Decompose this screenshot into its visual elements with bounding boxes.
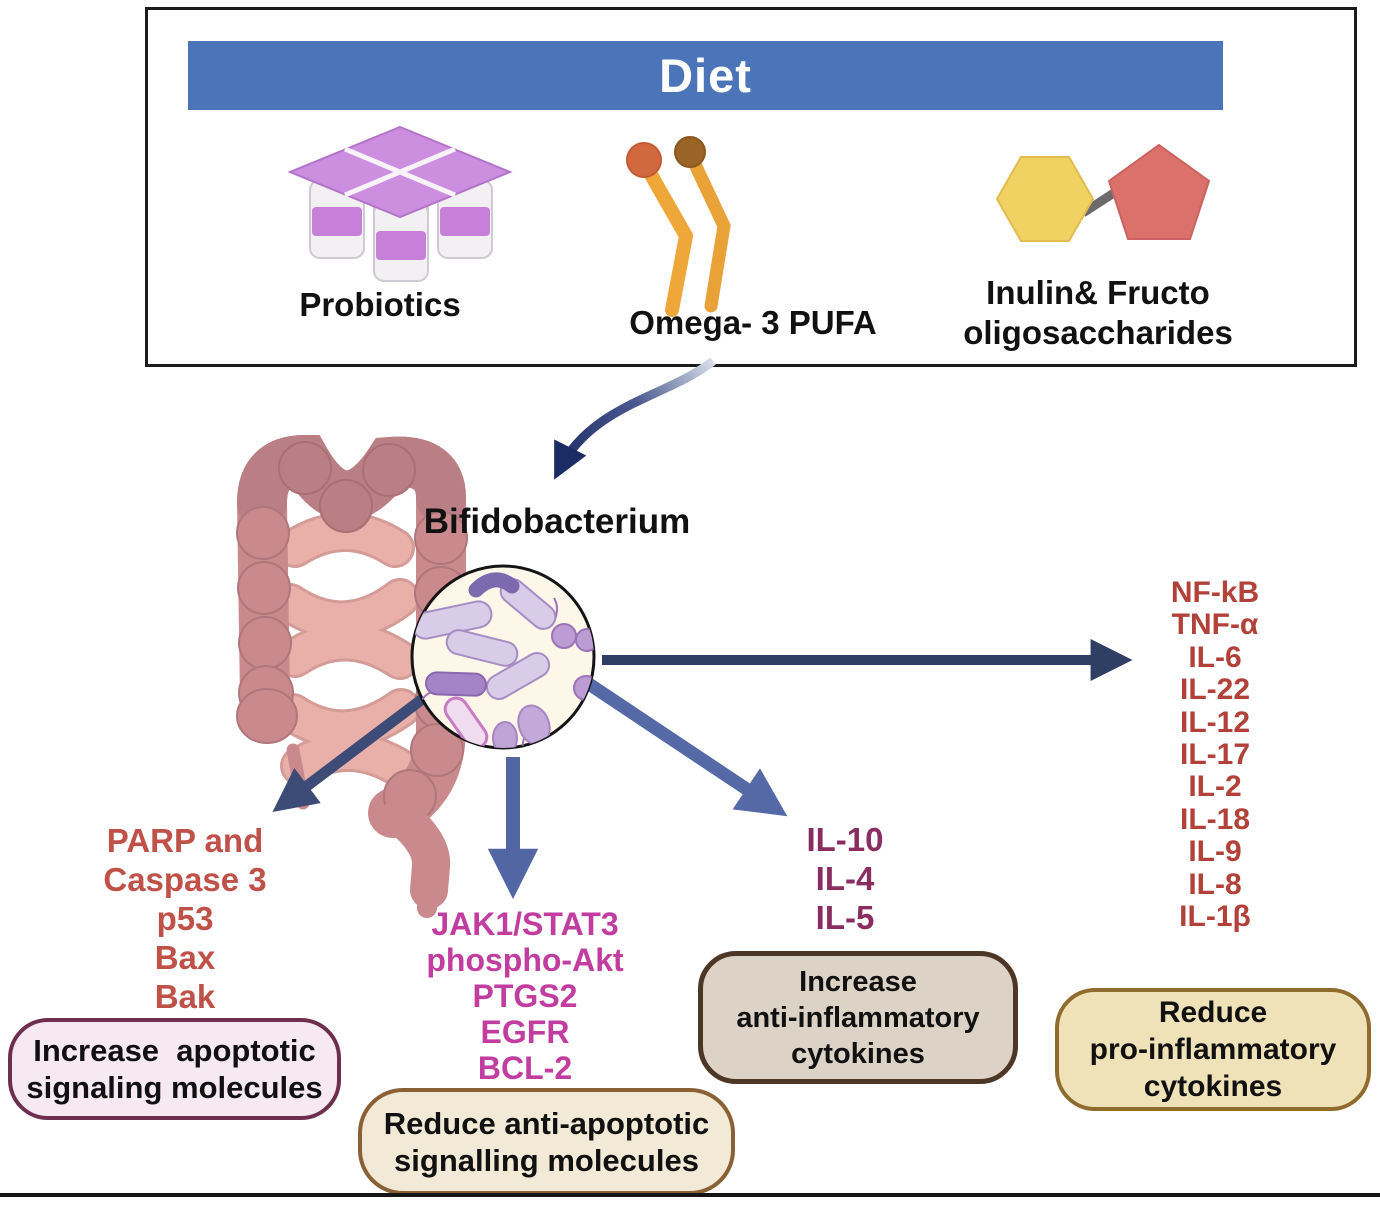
apoptotic-molecule-list: PARP and Caspase 3 p53 Bax Bak [30,821,340,1016]
molecule-label: PARP and [106,822,264,859]
oligosaccharide-molecule-icon [995,143,1211,242]
diet-item-label-inulin-line2: oligosaccharides [963,314,1233,351]
molecule-label: IL-1β [1179,900,1251,934]
bifidobacterium-label: Bifidobacterium [423,502,691,541]
molecule-label: NF-kB [1170,576,1260,609]
molecule-label: Bak [154,978,216,1015]
diet-banner: Diet [188,41,1223,110]
diet-item-label-inulin-line1: Inulin& Fructo [986,274,1210,311]
pro-inflammatory-molecule-list: NF-kB TNF-α IL-6 IL-22 IL-12 IL-17 IL-2 … [1090,576,1340,934]
box-line: pro-inflammatory [1089,1033,1337,1066]
molecule-label: IL-4 [815,860,875,897]
anti-inflammatory-molecule-list: IL-10 IL-4 IL-5 [730,820,960,937]
molecule-label: Bax [154,939,216,976]
molecule-label: IL-9 [1188,835,1242,869]
molecule-label: IL-22 [1179,673,1251,707]
molecule-label: IL-18 [1179,802,1251,836]
diet-item-label-inulin: Inulin& Fructo oligosaccharides [938,273,1258,353]
molecule-label: IL-12 [1179,705,1251,739]
box-line: cytokines [1143,1070,1283,1103]
molecule-label: PTGS2 [472,978,578,1014]
box-line: signalling molecules [394,1142,699,1178]
box-line: Increase apoptotic [33,1033,316,1068]
increase-apoptotic-box: Increase apoptotic signaling molecules [8,1018,341,1120]
reduce-pro-inflammatory-box: Reduce pro-inflammatory cytokines [1055,988,1371,1111]
reduce-anti-apoptotic-box: Reduce anti-apoptotic signalling molecul… [358,1088,735,1195]
molecule-label: EGFR [480,1014,570,1050]
molecule-label: IL-8 [1188,867,1242,901]
diet-item-label-omega3: Omega- 3 PUFA [629,304,877,341]
molecule-label: BCL-2 [477,1050,573,1086]
box-line: signaling molecules [26,1070,323,1105]
molecule-label: IL-10 [806,821,884,858]
increase-anti-inflammatory-box: Increase anti-inflammatory cytokines [698,951,1018,1084]
arrow-diet-to-bifidobacterium [554,357,716,480]
molecule-label: IL-17 [1179,738,1251,772]
molecule-label: IL-2 [1188,770,1242,804]
molecule-label: Caspase 3 [103,861,267,898]
molecule-label: IL-5 [815,899,875,936]
molecule-label: IL-6 [1188,640,1242,674]
box-line: Increase [799,965,917,998]
bacteria-magnified-circle [410,564,596,750]
bottom-divider [0,1193,1380,1197]
box-line: Reduce anti-apoptotic [383,1105,710,1141]
diet-item-label-probiotics: Probiotics [299,286,461,323]
molecule-label: JAK1/STAT3 [431,906,619,942]
molecule-label: TNF-α [1171,608,1259,642]
box-line: Reduce [1158,996,1268,1029]
anti-apoptotic-molecule-list: JAK1/STAT3 phospho-Akt PTGS2 EGFR BCL-2 [365,906,685,1086]
box-line: anti-inflammatory [736,1001,980,1034]
diet-title: Diet [659,49,752,102]
omega3-fatty-acid-icon [626,136,731,317]
arrow-to-anti-inflammatory-group [585,678,788,817]
box-line: cytokines [791,1037,925,1070]
molecule-label: phospho-Akt [426,942,624,978]
diet-panel: Diet Probiotics [145,7,1357,367]
yogurt-pack-icon [288,125,513,282]
molecule-label: p53 [156,900,214,937]
